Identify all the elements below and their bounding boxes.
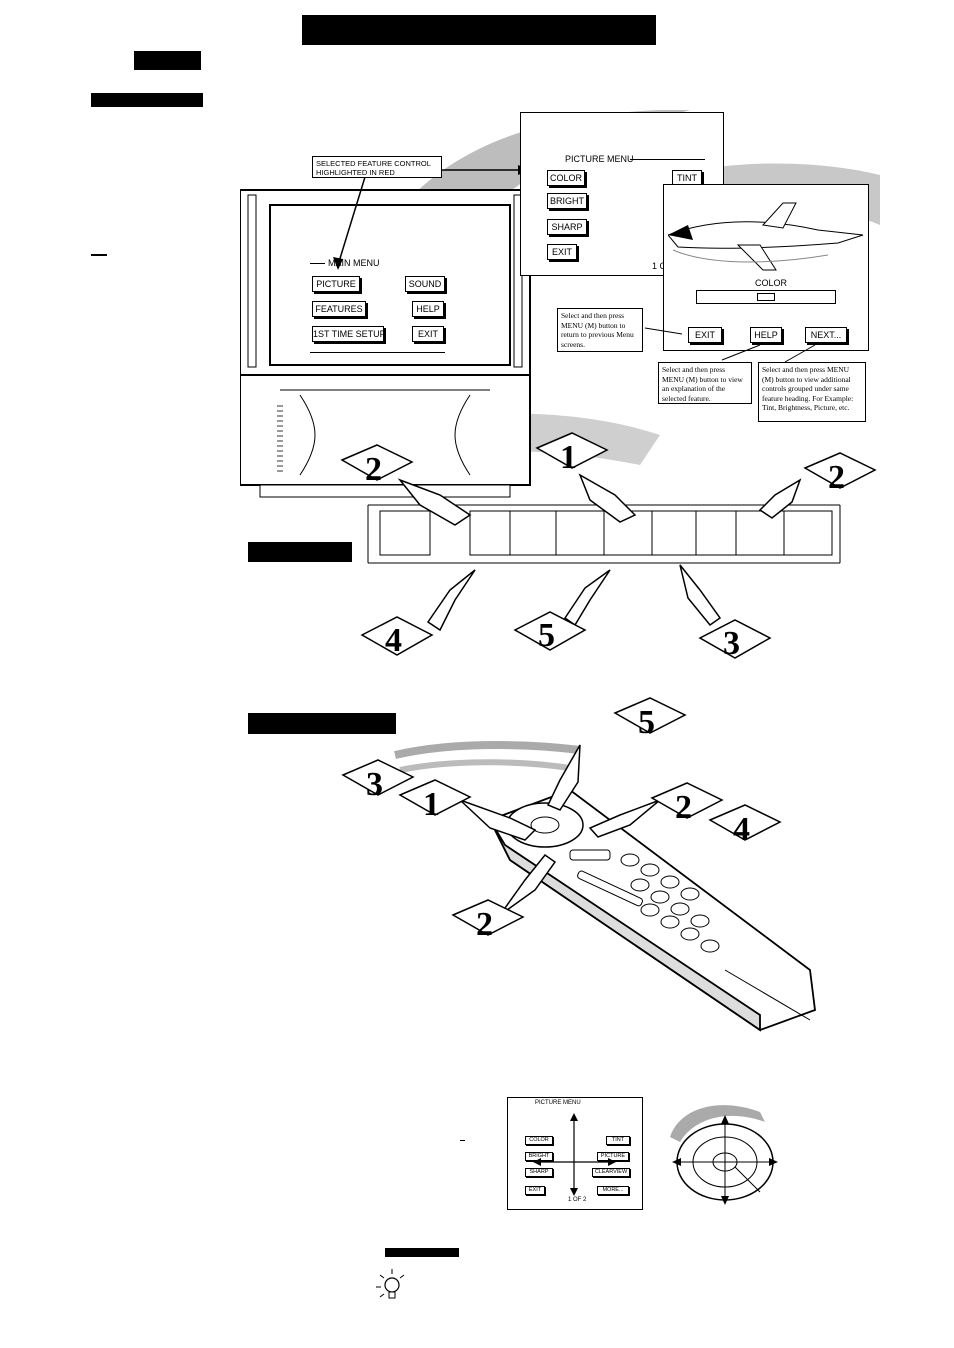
remote-label-bar: [248, 713, 396, 734]
small-picture-menu-title: PICTURE MENU: [535, 1100, 581, 1106]
pointing-hand-icon: [397, 473, 802, 632]
section-heading-bar: [91, 93, 203, 107]
svg-text:1: 1: [560, 439, 577, 476]
svg-text:2: 2: [476, 906, 493, 943]
cursor-arrows-icon: [533, 1113, 616, 1196]
lightbulb-icon: [376, 1269, 405, 1299]
color-label: COLOR: [755, 278, 788, 288]
remote-step-card-2-bottom: 2: [451, 899, 525, 943]
remote-step-card-1: 1: [398, 779, 472, 823]
svg-text:2: 2: [365, 451, 382, 488]
small-menu-more-button[interactable]: MORE...: [597, 1186, 629, 1195]
tv-button-strip: [367, 504, 841, 564]
small-menu-color-button[interactable]: COLOR: [525, 1136, 553, 1145]
page-title-bar: [302, 15, 656, 45]
cursor-pad-icon: [670, 1105, 778, 1205]
step-card-bottom-middle: 5: [513, 611, 587, 654]
svg-text:1: 1: [423, 786, 440, 823]
remote-hands: [459, 744, 661, 916]
smart-help-bar: [385, 1248, 459, 1257]
airplane-image: [668, 202, 864, 271]
picture-menu-color-button[interactable]: COLOR: [547, 170, 585, 186]
color-slider-knob[interactable]: [757, 293, 775, 301]
next-explanation-note: Select and then press MENU (M) button to…: [758, 362, 866, 422]
picture-menu-sharp-button[interactable]: SHARP: [547, 219, 587, 235]
svg-text:4: 4: [733, 811, 750, 848]
color-exit-button[interactable]: EXIT: [688, 327, 722, 343]
picture-menu-exit-button[interactable]: EXIT: [547, 244, 577, 260]
step-card-bottom-left: 4: [360, 616, 434, 659]
main-menu-bottom-rule: [310, 352, 445, 353]
main-menu-rule: [310, 263, 325, 264]
step-card-top-middle: 1: [535, 432, 609, 476]
main-menu-sound-button[interactable]: SOUND: [405, 276, 445, 292]
remote-step-card-5: 5: [613, 697, 687, 741]
selected-feature-callout: SELECTED FEATURE CONTROL HIGHLIGHTED IN …: [312, 156, 442, 178]
picture-menu-title: PICTURE MENU: [565, 154, 634, 164]
remote-step-card-4: 4: [708, 804, 782, 848]
step-card-top-left: 2: [340, 444, 414, 488]
help-explanation-note: Select and then press MENU (M) button to…: [658, 362, 752, 404]
step-card-bottom-right: 3: [698, 619, 772, 662]
section-tab: [134, 51, 201, 70]
step-card-top-right: 2: [803, 452, 877, 496]
small-dash: [460, 1140, 465, 1141]
svg-text:3: 3: [366, 766, 383, 803]
remote-step-card-3: 3: [341, 759, 415, 803]
note-pointer-lines: [644, 327, 816, 363]
picture-menu-rule: [630, 159, 705, 160]
svg-text:3: 3: [723, 625, 740, 662]
small-menu-tint-button[interactable]: TINT: [606, 1136, 630, 1145]
tv-illustration: [240, 110, 880, 498]
svg-text:5: 5: [638, 704, 655, 741]
small-menu-exit-button[interactable]: EXIT: [525, 1186, 545, 1195]
margin-dash: [91, 254, 107, 256]
main-menu-exit-button[interactable]: EXIT: [412, 326, 444, 342]
remote-step-card-2-right: 2: [650, 782, 724, 826]
small-menu-sharp-button[interactable]: SHARP: [525, 1168, 553, 1177]
svg-text:2: 2: [828, 459, 845, 496]
main-menu-title: MAIN MENU: [328, 258, 380, 268]
main-menu-picture-button[interactable]: PICTURE: [312, 276, 360, 292]
exit-explanation-note: Select and then press MENU (M) button to…: [557, 308, 643, 352]
small-menu-page: 1 OF 2: [568, 1197, 587, 1203]
main-menu-help-button[interactable]: HELP: [412, 301, 444, 317]
svg-text:4: 4: [385, 622, 402, 659]
small-menu-clearview-button[interactable]: CLEARVIEW: [592, 1168, 630, 1177]
color-help-button[interactable]: HELP: [750, 327, 782, 343]
main-menu-first-time-setup-button[interactable]: 1ST TIME SETUP: [312, 326, 386, 342]
tv-buttons-label-bar: [248, 542, 352, 562]
picture-menu-bright-button[interactable]: BRIGHT: [547, 193, 587, 209]
svg-text:2: 2: [675, 789, 692, 826]
main-menu-features-button[interactable]: FEATURES: [312, 301, 366, 317]
color-next-button[interactable]: NEXT...: [805, 327, 847, 343]
svg-text:5: 5: [538, 617, 555, 654]
color-slider[interactable]: [696, 290, 836, 304]
